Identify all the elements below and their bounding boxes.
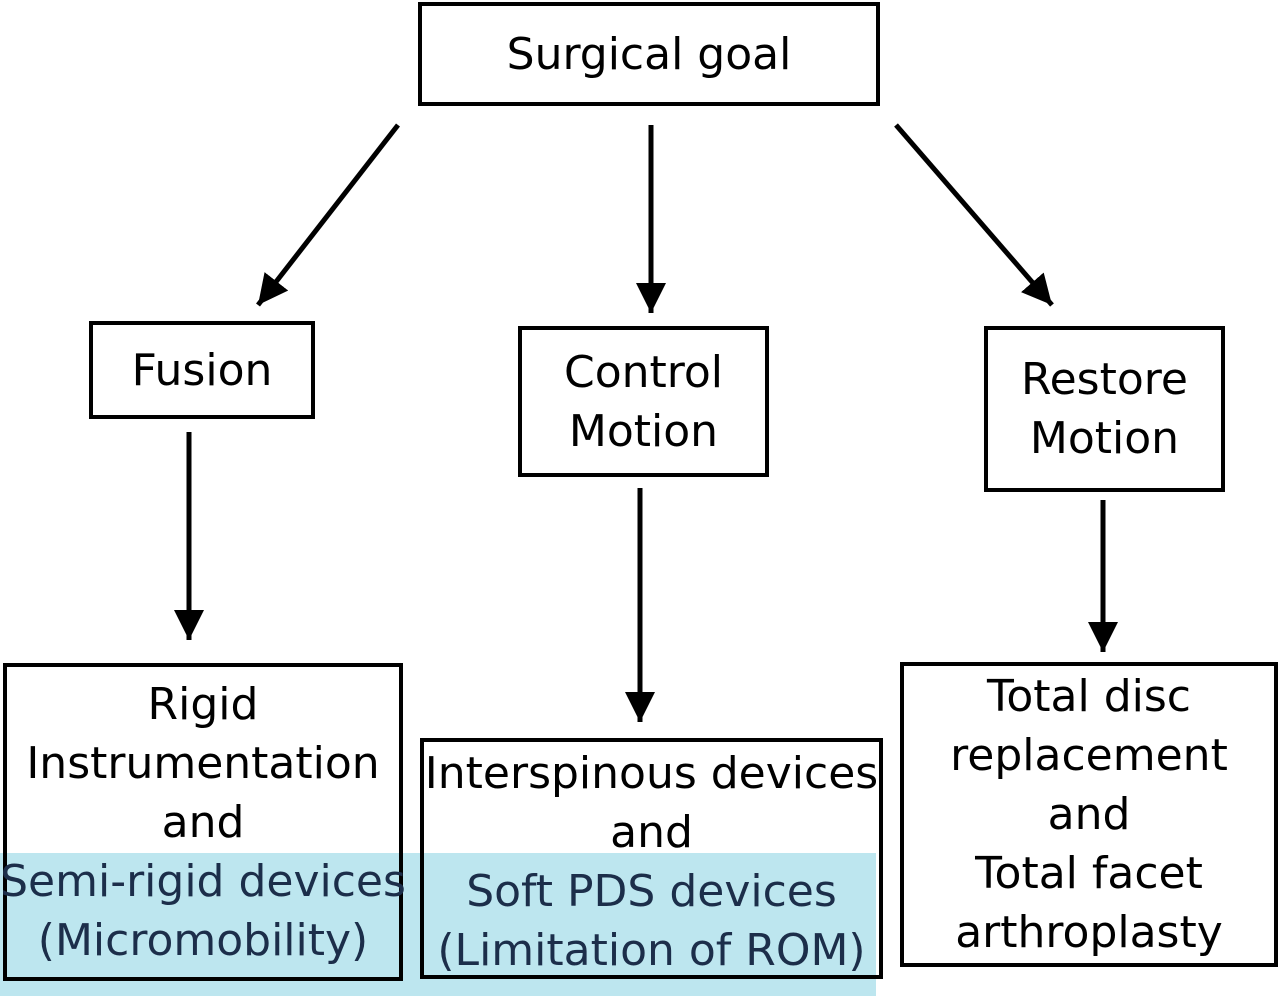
arrow-goal-to-fusion xyxy=(256,123,400,307)
surgical-goal-box: Surgical goal xyxy=(418,2,880,106)
restore-motion-devices-line-3: and xyxy=(1047,789,1131,840)
restore-motion-devices-line-1: Total disc xyxy=(986,671,1191,722)
soft-device-highlight xyxy=(0,853,876,996)
restore-motion-devices-line-5: arthroplasty xyxy=(955,907,1223,958)
restore-motion-label-line-2: Motion xyxy=(1029,413,1180,464)
fusion-devices-line-1: Rigid xyxy=(147,679,259,730)
control-motion-devices-highlight-line-1: Soft PDS devices xyxy=(466,866,837,917)
control-motion-devices-line-2: and xyxy=(610,807,693,858)
restore-motion-devices-line-2: replacement xyxy=(950,730,1228,781)
restore-motion-devices-box: Total disc replacement and Total facet a… xyxy=(900,662,1278,967)
fusion-devices-line-3: and xyxy=(161,797,245,848)
restore-motion-box: Restore Motion xyxy=(984,326,1225,492)
fusion-box: Fusion xyxy=(89,321,315,419)
control-motion-label-line-1: Control xyxy=(563,346,724,398)
control-motion-devices-box: Interspinous devices and Soft PDS device… xyxy=(420,738,883,979)
restore-motion-devices-line-4: Total facet xyxy=(975,848,1203,899)
fusion-devices-highlight-line-1: Semi-rigid devices xyxy=(0,856,406,907)
control-motion-devices-line-1: Interspinous devices xyxy=(424,748,879,799)
control-motion-devices-highlight-line-2: (Limitation of ROM) xyxy=(437,925,866,976)
restore-motion-label-line-1: Restore xyxy=(1021,354,1188,405)
surgical-goal-label: Surgical goal xyxy=(506,28,792,80)
fusion-devices-line-2: Instrumentation xyxy=(26,738,380,789)
fusion-devices-highlight-line-2: (Micromobility) xyxy=(37,915,369,966)
fusion-devices-box: Rigid Instrumentation and Semi-rigid dev… xyxy=(0,663,406,981)
fusion-label: Fusion xyxy=(131,344,273,396)
control-motion-label-line-2: Motion xyxy=(568,405,719,457)
arrow-goal-to-restore-motion xyxy=(894,123,1054,307)
control-motion-box: Control Motion xyxy=(518,326,769,477)
